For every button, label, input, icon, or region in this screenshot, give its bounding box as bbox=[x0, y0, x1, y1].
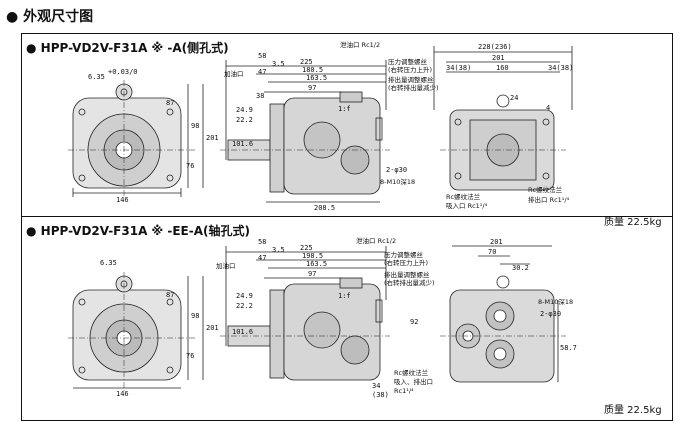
label-1-flow-screw: 排出量调整螺丝 bbox=[388, 75, 434, 84]
label-1-port-in: 吸入口 Rc1¹/⁴ bbox=[446, 202, 488, 210]
label-2-drain: 泄油口 Rc1/2 bbox=[356, 236, 396, 245]
section-2-mass: 质量 22.5kg bbox=[604, 405, 662, 416]
dim-2-16: 24.9 bbox=[236, 292, 253, 300]
section-1-heading: ● HPP-VD2V-F31A ※ -A(侧孔式) bbox=[26, 41, 229, 55]
label-1-drain: 泄油口 Rc1/2 bbox=[340, 40, 380, 49]
dim-2-20: 2-φ30 bbox=[540, 310, 561, 318]
dim-1-10: 101.6 bbox=[232, 140, 253, 148]
dim-1-5: 163.5 bbox=[306, 74, 327, 82]
dim-1-25: 24 bbox=[510, 94, 518, 102]
dim-2-2: 58 bbox=[258, 238, 266, 246]
section-1-mass: 质量 22.5kg bbox=[604, 217, 662, 228]
dim-2-8: 97 bbox=[308, 270, 316, 278]
dim-1-14: 201 bbox=[206, 134, 219, 142]
label-2-bolt: 8-M10深18 bbox=[538, 297, 573, 306]
dim-1-1: 6.35 bbox=[88, 73, 105, 81]
dim-1-27: 1:f bbox=[338, 105, 351, 113]
dim-1-16: 76 bbox=[186, 162, 194, 170]
dim-2-11: 87 bbox=[166, 291, 174, 299]
page-title: ● 外观尺寸图 bbox=[6, 9, 94, 25]
dim-1-1-tol: +0.03/0 bbox=[108, 68, 138, 76]
dim-1-11: 208.5 bbox=[314, 204, 335, 212]
dim-2-25: 1:f bbox=[338, 292, 351, 300]
dim-2-12: 201 bbox=[206, 324, 219, 332]
dim-1-26: 4 bbox=[546, 104, 550, 112]
dim-2-24: (38) bbox=[372, 391, 389, 399]
dim-2-7: 3.5 bbox=[272, 246, 285, 254]
dim-1-18: 24.9 bbox=[236, 106, 253, 114]
dim-2-4: 198.5 bbox=[302, 252, 323, 260]
label-1-pressure-dir: (右转压力上升) bbox=[388, 65, 432, 74]
rear-view-1 bbox=[433, 46, 573, 191]
dim-1-21: 34(38) bbox=[446, 64, 471, 72]
dim-1-17: 22.2 bbox=[236, 116, 253, 124]
dim-1-19: 228(236) bbox=[478, 43, 512, 51]
label-2-port: 吸入、排出口 bbox=[394, 377, 433, 386]
label-1-thread-a: Rc螺纹法兰 bbox=[446, 192, 481, 201]
section-2-heading: ● HPP-VD2V-F31A ※ -EE-A(轴孔式) bbox=[26, 224, 250, 238]
label-1-flow-dir: (右转排出量减少) bbox=[388, 83, 439, 92]
label-2-thread: Rc螺纹法兰 bbox=[394, 368, 429, 377]
label-1-inlet: 加油口 bbox=[224, 69, 244, 78]
dim-2-6: 47 bbox=[258, 254, 266, 262]
dim-1-24: 2-φ30 bbox=[386, 166, 407, 174]
dim-2-15: 22.2 bbox=[236, 302, 253, 310]
dim-2-17: 201 bbox=[490, 238, 503, 246]
dim-2-1: 6.35 bbox=[100, 259, 117, 267]
dim-1-20: 201 bbox=[492, 54, 505, 62]
dim-1-7: 3.5 bbox=[272, 60, 285, 68]
label-2-inlet: 加油口 bbox=[216, 261, 236, 270]
dim-2-19: 30.2 bbox=[512, 264, 529, 272]
drawing-frame bbox=[21, 33, 673, 421]
label-2-flow-screw: 排出量调整螺丝 bbox=[384, 270, 430, 279]
dim-1-9: 38 bbox=[256, 92, 264, 100]
dim-1-8: 97 bbox=[308, 84, 316, 92]
dim-2-21: 58.7 bbox=[560, 344, 577, 352]
dim-1-23: 34(38) bbox=[548, 64, 573, 72]
dim-1-12: 146 bbox=[116, 196, 129, 204]
front-view-2 bbox=[68, 272, 204, 392]
label-2-flow-dir: (右转排出量减少) bbox=[384, 278, 435, 287]
front-view-1 bbox=[68, 80, 204, 197]
dim-2-3: 225 bbox=[300, 244, 313, 252]
dim-1-15: 98 bbox=[191, 122, 199, 130]
label-1-thread-b: Rc螺纹法兰 bbox=[528, 185, 563, 194]
dim-1-2: 58 bbox=[258, 52, 266, 60]
label-1-pressure-screw: 压力调整螺丝 bbox=[388, 57, 428, 66]
dim-2-22: 92 bbox=[410, 318, 418, 326]
label-1-port-out: 排出口 Rc1¹/⁴ bbox=[528, 195, 570, 204]
label-2-pressure-dir: (右转压力上升) bbox=[384, 258, 428, 267]
side-view-1 bbox=[220, 60, 390, 203]
dim-1-13: 87 bbox=[166, 99, 174, 107]
dim-2-9: 101.6 bbox=[232, 328, 253, 336]
label-2-port-size: Rc1¹/⁴ bbox=[394, 387, 414, 395]
dim-2-23: 34 bbox=[372, 382, 380, 390]
dim-1-22: 160 bbox=[496, 64, 509, 72]
dim-1-4: 180.5 bbox=[302, 66, 323, 74]
side-view-2 bbox=[220, 246, 390, 381]
dim-2-14: 76 bbox=[186, 352, 194, 360]
dim-2-18: 70 bbox=[488, 248, 496, 256]
rear-view-2 bbox=[440, 245, 566, 383]
dim-2-13: 98 bbox=[191, 312, 199, 320]
dim-1-6: 47 bbox=[258, 68, 266, 76]
dim-2-10: 146 bbox=[116, 390, 129, 398]
section-divider bbox=[22, 216, 672, 217]
dim-2-5: 163.5 bbox=[306, 260, 327, 268]
dim-1-3: 225 bbox=[300, 58, 313, 66]
label-2-pressure-screw: 压力调整螺丝 bbox=[384, 250, 424, 259]
label-1-bolt: 8-M10深18 bbox=[380, 177, 415, 186]
